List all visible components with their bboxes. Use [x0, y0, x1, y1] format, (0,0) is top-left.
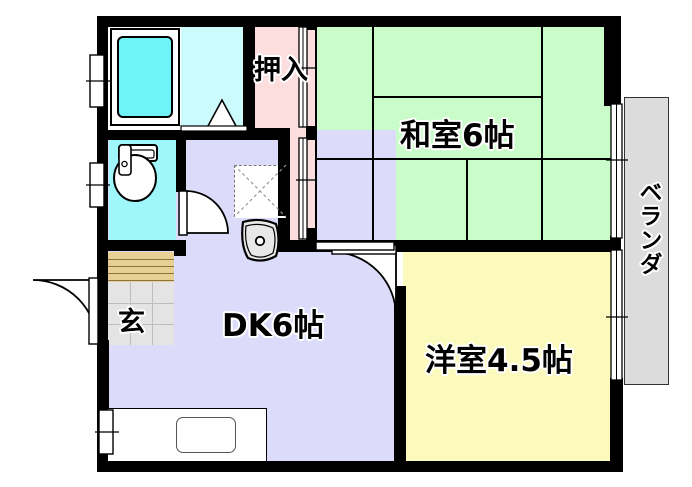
- wall-closet-left-upper: [243, 16, 255, 138]
- wall-washitsu-bottom: [278, 240, 620, 252]
- washroom-fill: [181, 24, 246, 126]
- genkan-grid-v2: [152, 282, 153, 345]
- wall-dk-yoshitsu: [394, 286, 406, 472]
- wall-bath-bottom: [97, 130, 255, 140]
- wall-washitsu-top-right: [604, 16, 621, 106]
- label-oshiire: 押入: [254, 55, 308, 86]
- tatami-line-5: [315, 158, 611, 160]
- step-grain-1: [108, 259, 174, 261]
- veranda-fill: [624, 97, 669, 385]
- step-grain-4: [108, 280, 174, 282]
- wall-toilet-bottom: [97, 240, 177, 251]
- wall-washitsu-left-nub-mid: [306, 126, 316, 140]
- wall-exterior-right-bottom: [610, 378, 623, 472]
- kitchen-counter-basin: [176, 417, 236, 453]
- tatami-line-3: [372, 96, 542, 98]
- tatami-line-2: [372, 18, 374, 158]
- wall-dk-yoshitsu-nub: [394, 240, 406, 252]
- wall-closet-step: [243, 128, 290, 140]
- bathtub-surround: [110, 28, 180, 126]
- toilet-room-fill: [109, 140, 176, 240]
- bathtub: [117, 36, 173, 118]
- tatami-line-1: [315, 18, 317, 240]
- label-washitsu: 和室6帖: [400, 118, 515, 154]
- genkan-grid-h2: [108, 324, 174, 325]
- step-grain-2: [108, 266, 174, 268]
- wall-genkan-right: [174, 240, 186, 256]
- wall-exterior-bottom: [97, 461, 623, 472]
- wall-toilet-right: [176, 140, 186, 192]
- tatami-line-7: [466, 158, 468, 240]
- wall-washitsu-left-nub-top: [306, 16, 316, 30]
- step-grain-3: [108, 273, 174, 275]
- tatami-line-6: [372, 158, 374, 240]
- closet-outline-line: [288, 136, 290, 240]
- wall-exterior-top: [97, 16, 620, 27]
- label-veranda: ベランダ: [635, 180, 661, 276]
- label-dk: DK6帖: [222, 308, 325, 344]
- door-entrance: [32, 277, 99, 345]
- wall-genkan-side: [97, 340, 109, 408]
- tatami-line-4: [541, 18, 543, 240]
- label-yoshitsu: 洋室4.5帖: [425, 343, 573, 379]
- room-yoshitsu-fill: [403, 243, 615, 465]
- label-genkan: 玄: [118, 307, 145, 338]
- wall-washitsu-left-nub-bot: [306, 228, 316, 242]
- genkan-grid-h1: [108, 303, 174, 304]
- genkan-grid-v1: [130, 282, 131, 345]
- closet-oshiire-fill-lower: [288, 136, 316, 240]
- genkan-tile: [108, 282, 174, 345]
